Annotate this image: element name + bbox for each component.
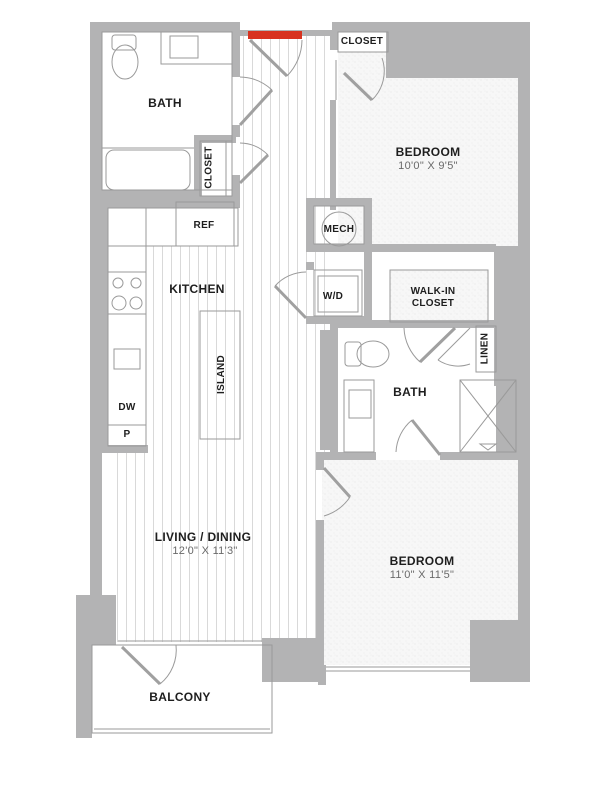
bedroom-1-label: BEDROOM [395, 145, 461, 159]
bath-1-label: BATH [148, 96, 182, 110]
bedroom-2-label: BEDROOM [389, 554, 455, 568]
bedroom-1-closet-label: CLOSET [340, 36, 384, 47]
living-dining-dimensions: 12'0" X 11'3" [172, 545, 238, 557]
ref-label: REF [193, 220, 215, 231]
living-dining-label: LIVING / DINING [154, 530, 252, 544]
walls [76, 22, 530, 738]
mech-label: MECH [323, 224, 355, 235]
dishwasher-label: DW [118, 402, 136, 413]
outlines [91, 31, 517, 734]
balcony-label: BALCONY [149, 690, 211, 704]
entry-door-marker [248, 31, 302, 39]
doors [120, 38, 471, 686]
island-label: ISLAND [216, 354, 228, 395]
linen-label: LINEN [479, 332, 491, 365]
pantry-label: P [123, 429, 131, 440]
walk-in-closet-label-line-2: CLOSET [411, 298, 455, 309]
bedroom-1-dimensions: 10'0" X 9'5" [398, 160, 458, 172]
walk-in-closet-label-line-1: WALK-IN [410, 286, 456, 297]
wd-label: W/D [322, 291, 344, 302]
hall-closet-label: CLOSET [203, 146, 215, 189]
floor-finishes [114, 32, 518, 665]
kitchen-label: KITCHEN [169, 282, 225, 296]
bedroom-2-dimensions: 11'0" X 11'5" [389, 569, 455, 581]
bath-2-label: BATH [393, 385, 427, 399]
